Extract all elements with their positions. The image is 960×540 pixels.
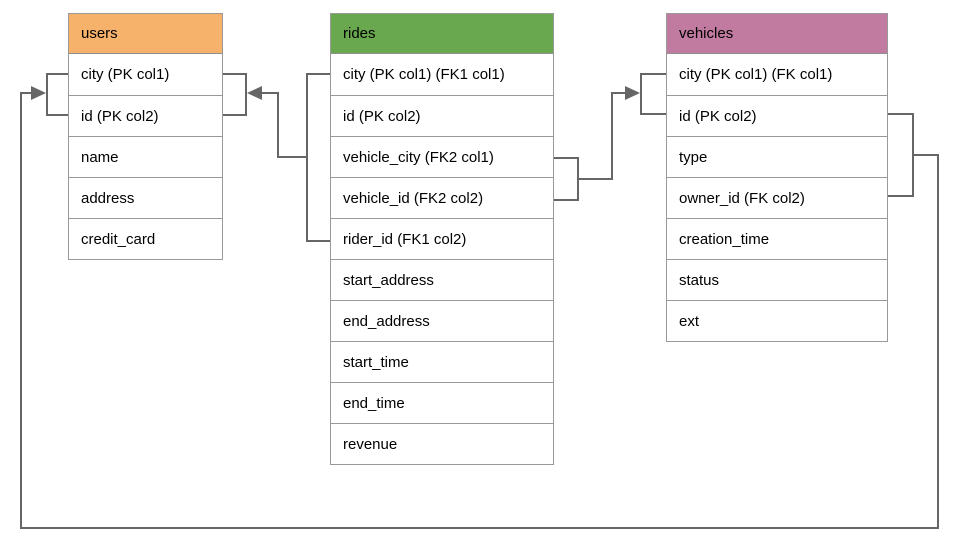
column-row-users: id (PK col2) [69,95,222,136]
table-rides-body: city (PK col1) (FK1 col1)id (PK col2)veh… [331,54,553,464]
column-row-users: city (PK col1) [81,66,170,83]
table-rides: rides city (PK col1) (FK1 col1) id (PK co… [330,13,554,465]
column-row-rides: vehicle_id (FK2 col2) [331,177,553,218]
column-row-users: credit_card [69,218,222,259]
fk2-connector-line [578,92,626,180]
users-left-pk-bracket [46,73,68,116]
table-users-header: users [69,14,222,54]
column-row-rides: start_time [331,341,553,382]
column-row-rides: city (PK col1) (FK1 col1) [343,66,505,83]
vehicles-left-pk-bracket [640,73,666,115]
column-row-rides: id (PK col2) [331,95,553,136]
column-row-users: name [69,136,222,177]
column-row-rides: vehicle_city (FK2 col1) [331,136,553,177]
column-row-vehicles: owner_id (FK col2) [667,177,887,218]
column-row-rides: end_time [331,382,553,423]
column-row-vehicles: city (PK col1) (FK col1) [679,66,833,83]
users-right-pk-bracket [222,73,247,116]
column-row-vehicles: creation_time [667,218,887,259]
table-vehicles: vehicles city (PK col1) (FK col1) id (PK … [666,13,888,342]
column-row-rides: start_address [331,259,553,300]
column-row-vehicles: id (PK col2) [667,95,887,136]
fk2-arrowhead-icon [625,86,640,100]
column-row-vehicles: ext [667,300,887,341]
fk1-connector-line [261,92,307,158]
rides-fk1-bracket [306,73,330,242]
rides-fk2-bracket [553,157,579,201]
column-row-vehicles: type [667,136,887,177]
table-rides-header: rides [331,14,553,54]
fk3-arrowhead-icon [31,86,46,100]
column-row-users: address [69,177,222,218]
column-row-rides: rider_id (FK1 col2) [331,218,553,259]
column-row-rides: revenue [331,423,553,464]
table-vehicles-body: city (PK col1) (FK col1) id (PK col2)type… [667,54,887,341]
column-row-vehicles: status [667,259,887,300]
fk3-connector-line [20,92,939,529]
table-vehicles-header: vehicles [667,14,887,54]
fk1-arrowhead-icon [247,86,262,100]
column-row-rides: end_address [331,300,553,341]
vehicles-right-fk-bracket [887,113,914,197]
